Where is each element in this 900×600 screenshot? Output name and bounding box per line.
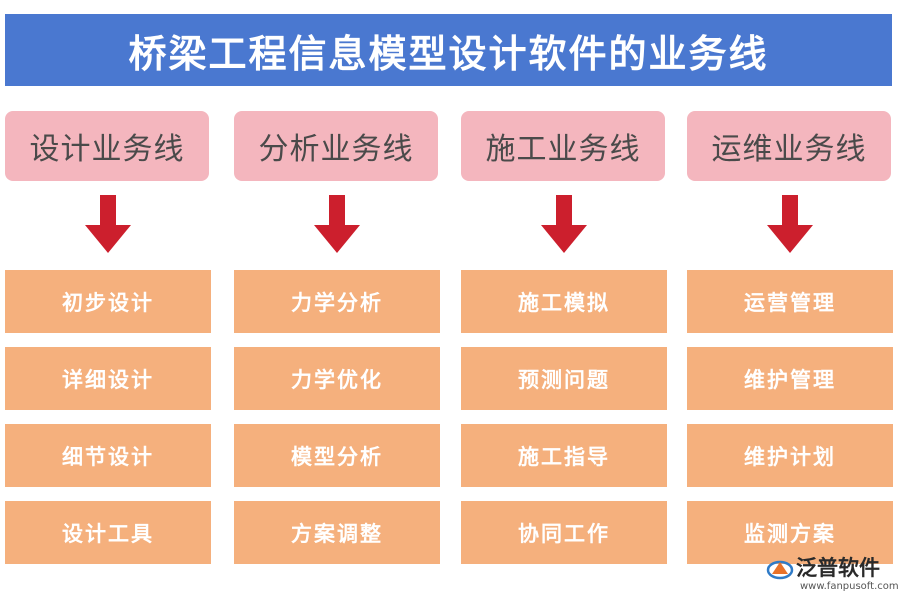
column-operation: 运维业务线运营管理维护管理维护计划监测方案 bbox=[687, 0, 893, 600]
list-item-label: 细节设计 bbox=[62, 443, 154, 469]
list-item-label: 预测问题 bbox=[518, 366, 610, 392]
list-item-label: 力学分析 bbox=[291, 289, 383, 315]
list-item-label: 运营管理 bbox=[744, 289, 836, 315]
watermark-logo: 泛普软件 www.fanpusoft.com bbox=[766, 552, 899, 598]
column-header: 设计业务线 bbox=[5, 111, 209, 181]
page-title: 桥梁工程信息模型设计软件的业务线 bbox=[128, 31, 769, 76]
down-arrow-icon bbox=[314, 195, 360, 253]
list-item-label: 维护计划 bbox=[744, 443, 836, 469]
list-item: 施工模拟 bbox=[461, 270, 667, 333]
column-header-label: 运维业务线 bbox=[711, 132, 867, 167]
list-item: 维护计划 bbox=[687, 424, 893, 487]
column-header: 运维业务线 bbox=[687, 111, 891, 181]
list-item: 运营管理 bbox=[687, 270, 893, 333]
down-arrow-icon bbox=[767, 195, 813, 253]
list-item: 设计工具 bbox=[5, 501, 211, 564]
list-item-label: 初步设计 bbox=[62, 289, 154, 315]
list-item: 监测方案 bbox=[687, 501, 893, 564]
column-header-label: 施工业务线 bbox=[485, 132, 641, 167]
list-item-label: 力学优化 bbox=[291, 366, 383, 392]
list-item: 详细设计 bbox=[5, 347, 211, 410]
list-item-label: 监测方案 bbox=[744, 520, 836, 546]
column-header: 施工业务线 bbox=[461, 111, 665, 181]
list-item: 初步设计 bbox=[5, 270, 211, 333]
down-arrow-icon bbox=[85, 195, 131, 253]
list-item: 预测问题 bbox=[461, 347, 667, 410]
list-item-label: 设计工具 bbox=[62, 520, 154, 546]
column-header: 分析业务线 bbox=[234, 111, 438, 181]
list-item-label: 施工指导 bbox=[518, 443, 610, 469]
list-item-label: 详细设计 bbox=[62, 366, 154, 392]
list-item-label: 施工模拟 bbox=[518, 289, 610, 315]
list-item-label: 模型分析 bbox=[291, 443, 383, 469]
logo-text: 泛普软件 bbox=[796, 556, 880, 580]
list-item: 模型分析 bbox=[234, 424, 440, 487]
column-construction: 施工业务线施工模拟预测问题施工指导协同工作 bbox=[461, 0, 667, 600]
column-header-label: 分析业务线 bbox=[258, 132, 414, 167]
title-banner: 桥梁工程信息模型设计软件的业务线 bbox=[5, 14, 892, 86]
list-item: 方案调整 bbox=[234, 501, 440, 564]
down-arrow-icon bbox=[541, 195, 587, 253]
list-item: 施工指导 bbox=[461, 424, 667, 487]
list-item: 细节设计 bbox=[5, 424, 211, 487]
list-item-label: 协同工作 bbox=[518, 520, 610, 546]
column-header-label: 设计业务线 bbox=[29, 132, 185, 167]
logo-url: www.fanpusoft.com bbox=[800, 581, 899, 592]
list-item-label: 方案调整 bbox=[291, 520, 383, 546]
list-item-label: 维护管理 bbox=[744, 366, 836, 392]
column-analysis: 分析业务线力学分析力学优化模型分析方案调整 bbox=[234, 0, 440, 600]
fanpu-logo-icon bbox=[766, 560, 794, 580]
list-item: 力学优化 bbox=[234, 347, 440, 410]
list-item: 维护管理 bbox=[687, 347, 893, 410]
column-design: 设计业务线初步设计详细设计细节设计设计工具 bbox=[5, 0, 211, 600]
list-item: 力学分析 bbox=[234, 270, 440, 333]
list-item: 协同工作 bbox=[461, 501, 667, 564]
